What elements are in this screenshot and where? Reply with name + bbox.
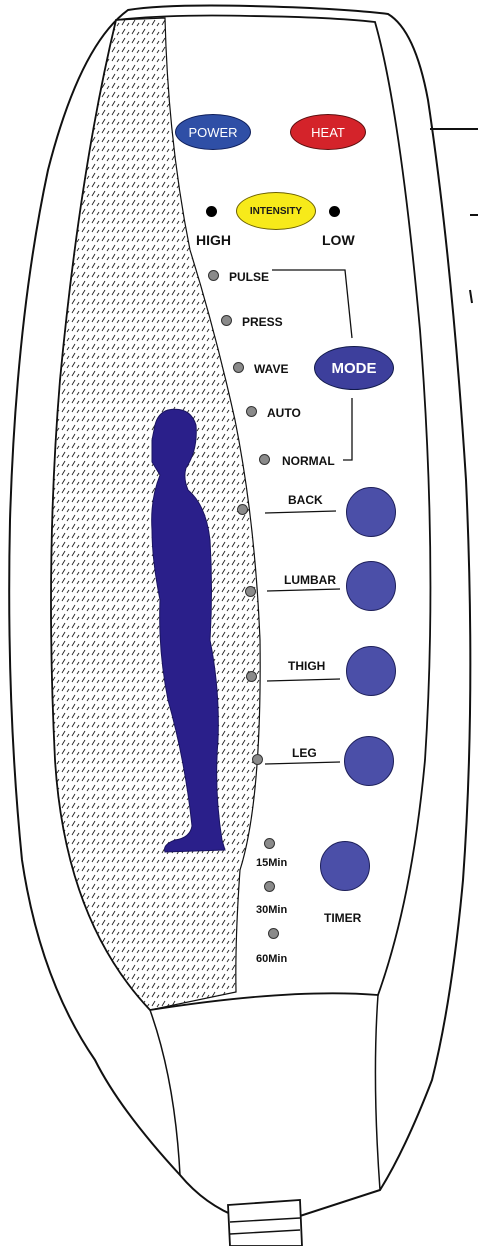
edge-mark bbox=[470, 290, 472, 303]
mode-label-wave: WAVE bbox=[254, 363, 288, 375]
low-label: LOW bbox=[322, 233, 355, 247]
mode-led-press bbox=[221, 315, 232, 326]
timer-label: TIMER bbox=[324, 912, 361, 924]
back-button[interactable] bbox=[346, 487, 396, 537]
zone-label-thigh: THIGH bbox=[288, 660, 325, 672]
mode-label-press: PRESS bbox=[242, 316, 283, 328]
intensity-label: INTENSITY bbox=[250, 206, 302, 217]
zone-led-lumbar bbox=[245, 586, 256, 597]
heat-label: HEAT bbox=[311, 125, 345, 140]
timer-button[interactable] bbox=[320, 841, 370, 891]
timer-led-30 bbox=[264, 881, 275, 892]
zone-led-back bbox=[237, 504, 248, 515]
mode-label-normal: NORMAL bbox=[282, 455, 335, 467]
heat-button[interactable]: HEAT bbox=[290, 114, 366, 150]
mode-label-pulse: PULSE bbox=[229, 271, 269, 283]
zone-led-leg bbox=[252, 754, 263, 765]
timer-led-60 bbox=[268, 928, 279, 939]
low-indicator-dot bbox=[329, 206, 340, 217]
power-button[interactable]: POWER bbox=[175, 114, 251, 150]
lumbar-button[interactable] bbox=[346, 561, 396, 611]
mode-led-normal bbox=[259, 454, 270, 465]
mode-label: MODE bbox=[332, 360, 377, 377]
cable-relief bbox=[228, 1200, 302, 1246]
power-label: POWER bbox=[188, 125, 237, 140]
mode-led-wave bbox=[233, 362, 244, 373]
zone-label-back: BACK bbox=[288, 494, 323, 506]
timer-led-15 bbox=[264, 838, 275, 849]
zone-label-leg: LEG bbox=[292, 747, 317, 759]
timer-label-60: 60Min bbox=[256, 954, 287, 965]
mode-label-auto: AUTO bbox=[267, 407, 301, 419]
high-label: HIGH bbox=[196, 233, 231, 247]
mode-led-auto bbox=[246, 406, 257, 417]
zone-label-lumbar: LUMBAR bbox=[284, 574, 336, 586]
high-indicator-dot bbox=[206, 206, 217, 217]
timer-label-15: 15Min bbox=[256, 858, 287, 869]
mode-led-pulse bbox=[208, 270, 219, 281]
thigh-button[interactable] bbox=[346, 646, 396, 696]
leg-button[interactable] bbox=[344, 736, 394, 786]
mode-button[interactable]: MODE bbox=[314, 346, 394, 390]
intensity-button[interactable]: INTENSITY bbox=[236, 192, 316, 230]
zone-led-thigh bbox=[246, 671, 257, 682]
timer-label-30: 30Min bbox=[256, 905, 287, 916]
